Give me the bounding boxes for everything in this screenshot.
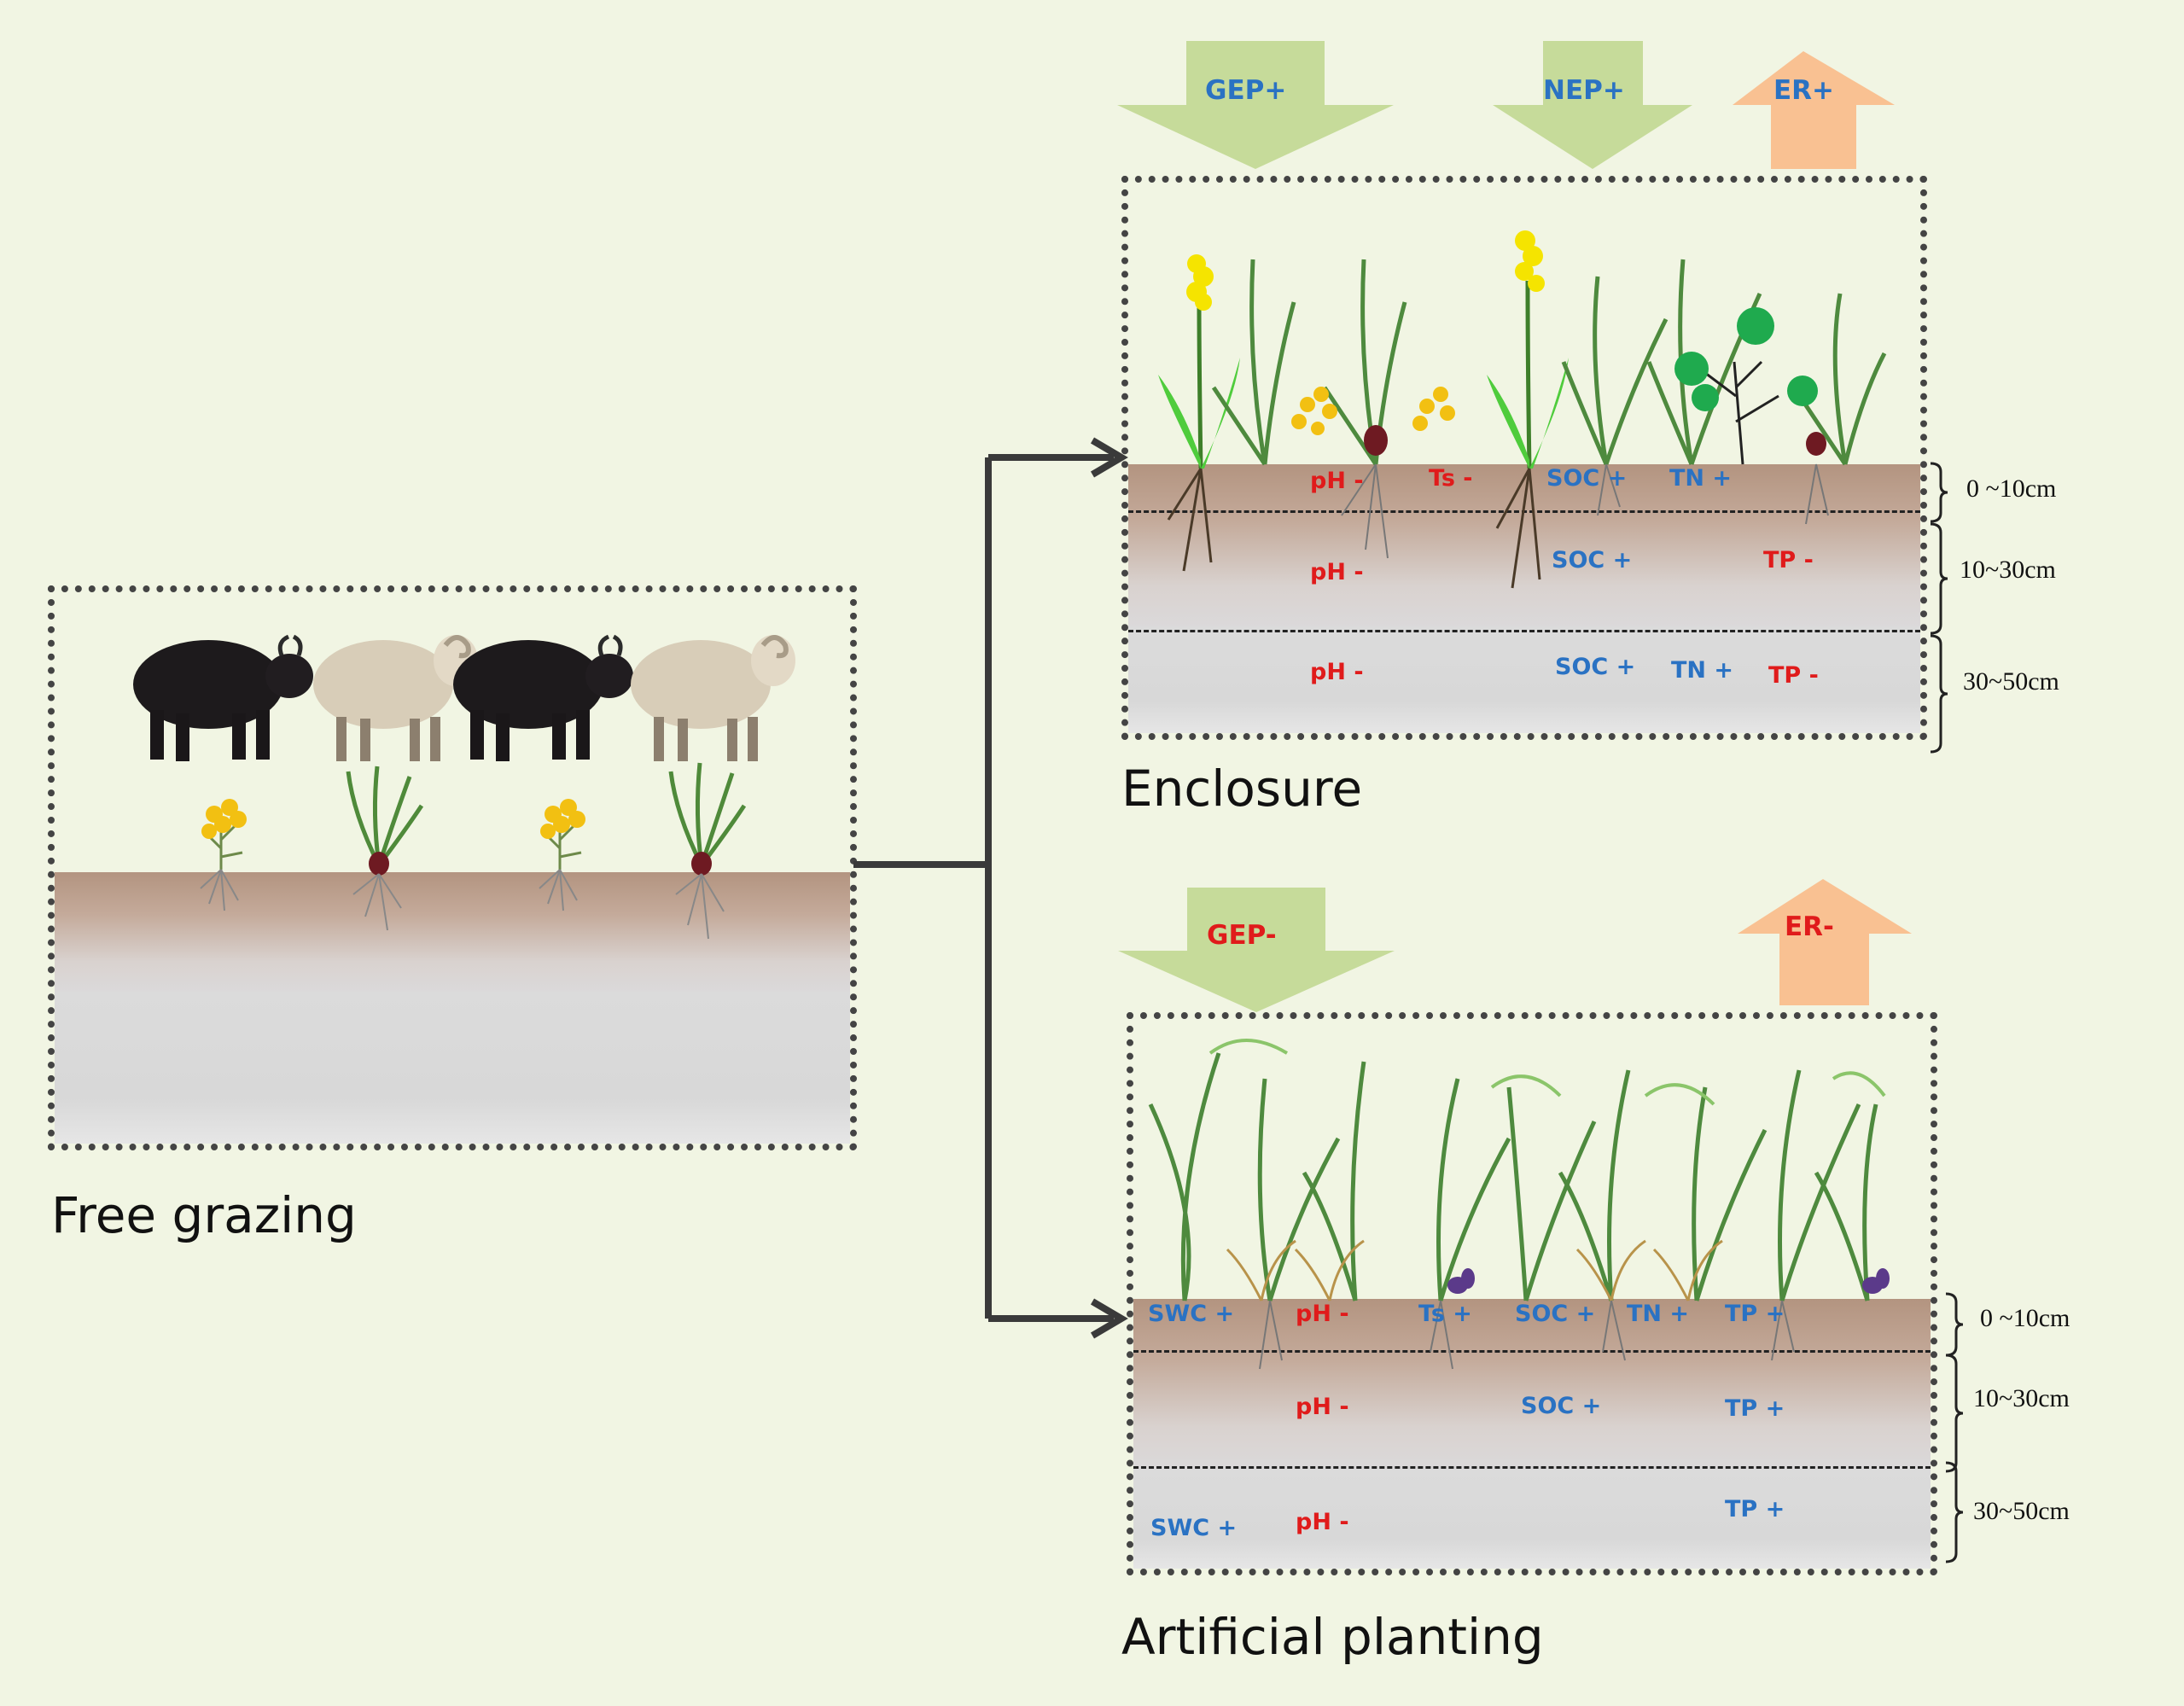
clover-plant-icon (1674, 307, 1818, 465)
dry-grass-icon (1226, 1239, 1723, 1301)
grass-bulb-icon (668, 762, 747, 940)
free-grazing-panel (48, 585, 857, 1150)
enclosure-l3-tn: TN + (1671, 657, 1734, 684)
artificial-layer-divider-2 (1133, 1466, 1931, 1469)
artificial-subsoil (1133, 1470, 1931, 1569)
artificial-l1-soc: SOC + (1515, 1301, 1596, 1327)
seed-head-icon (1208, 1039, 1886, 1106)
artificial-planting-panel (1127, 1012, 1937, 1575)
artificial-l1-ph: pH - (1296, 1301, 1349, 1327)
bulb-icon (1364, 425, 1826, 456)
artificial-l1-tp: TP + (1725, 1301, 1785, 1327)
depth-brackets-artificial (1945, 1292, 1964, 1563)
enclosure-depth-1: 0 ~10cm (1966, 475, 2057, 503)
artificial-depth-3: 30~50cm (1973, 1497, 2070, 1525)
artificial-layer-divider-1 (1133, 1350, 1931, 1353)
artificial-l2-tp: TP + (1725, 1395, 1785, 1422)
artificial-l3-ph: pH - (1296, 1509, 1349, 1535)
nep-arrow-enclosure (1493, 41, 1692, 169)
enclosure-l2-ph: pH - (1310, 559, 1364, 585)
artificial-l1-tn: TN + (1627, 1301, 1690, 1327)
yellow-flower-icon (200, 799, 247, 911)
sheep-icon (313, 635, 478, 761)
enclosure-l1-ts: Ts - (1429, 465, 1473, 492)
enclosure-l3-tp: TP - (1768, 662, 1819, 689)
yellow-cluster-icon (1291, 387, 1455, 435)
enclosure-panel (1121, 176, 1927, 740)
yak-icon (453, 634, 633, 761)
er-arrow-enclosure (1733, 51, 1895, 169)
er-label-enclosure: ER+ (1773, 75, 1835, 106)
artificial-l2-ph: pH - (1296, 1394, 1349, 1420)
enclosure-l1-ph: pH - (1310, 468, 1364, 494)
grass-bulb-icon (346, 766, 424, 931)
nep-label-enclosure: NEP+ (1543, 75, 1625, 106)
artificial-l1-ts: Ts + (1418, 1301, 1472, 1327)
enclosure-subsoil (1128, 626, 1920, 733)
enclosure-topsoil (1128, 464, 1920, 626)
depth-brackets-enclosure (1930, 462, 1948, 754)
enclosure-vegetation (1158, 230, 1887, 589)
artificial-depth-2: 10~30cm (1973, 1384, 2070, 1412)
enclosure-l2-tp: TP - (1763, 547, 1814, 574)
root-icon (1259, 1300, 1795, 1370)
artificial-depth-1: 0 ~10cm (1980, 1304, 2070, 1332)
free-grazing-subsoil (55, 992, 850, 1144)
enclosure-depth-2: 10~30cm (1960, 556, 2056, 584)
free-grazing-caption: Free grazing (51, 1186, 357, 1244)
enclosure-l2-soc: SOC + (1552, 547, 1633, 574)
artificial-planting-caption: Artificial planting (1121, 1608, 1544, 1666)
enclosure-depth-3: 30~50cm (1963, 667, 2059, 696)
gep-label-artificial: GEP- (1207, 920, 1277, 951)
artificial-l2-soc: SOC + (1521, 1393, 1602, 1419)
yellow-lily-icon (1487, 230, 1569, 589)
artificial-vegetation (1148, 1039, 1890, 1370)
root-icon (1341, 463, 1829, 559)
artificial-l3-tp: TP + (1725, 1496, 1785, 1523)
er-label-artificial: ER- (1785, 911, 1834, 942)
enclosure-l1-soc: SOC + (1546, 465, 1628, 492)
enclosure-l1-tn: TN + (1669, 465, 1733, 492)
free-grazing-topsoil (55, 872, 850, 992)
gep-label-enclosure: GEP+ (1205, 75, 1287, 106)
purple-flower-icon (1447, 1268, 1890, 1294)
enclosure-l3-ph: pH - (1310, 659, 1364, 685)
tall-grass-icon (1148, 1052, 1878, 1301)
free-grazing-scene (133, 634, 795, 940)
enclosure-l3-soc: SOC + (1555, 654, 1636, 680)
gep-arrow-artificial (1118, 888, 1395, 1012)
yellow-flower-icon (539, 799, 585, 911)
sheep-icon (631, 635, 795, 761)
yak-icon (133, 634, 313, 761)
gep-arrow-enclosure (1117, 41, 1394, 169)
er-arrow-artificial (1738, 879, 1912, 1005)
yellow-lily-icon (1158, 254, 1240, 572)
artificial-l1-swc: SWC + (1148, 1301, 1235, 1327)
enclosure-caption: Enclosure (1121, 760, 1363, 818)
enclosure-layer-divider-2 (1128, 630, 1920, 632)
artificial-l3-swc: SWC + (1150, 1515, 1238, 1541)
